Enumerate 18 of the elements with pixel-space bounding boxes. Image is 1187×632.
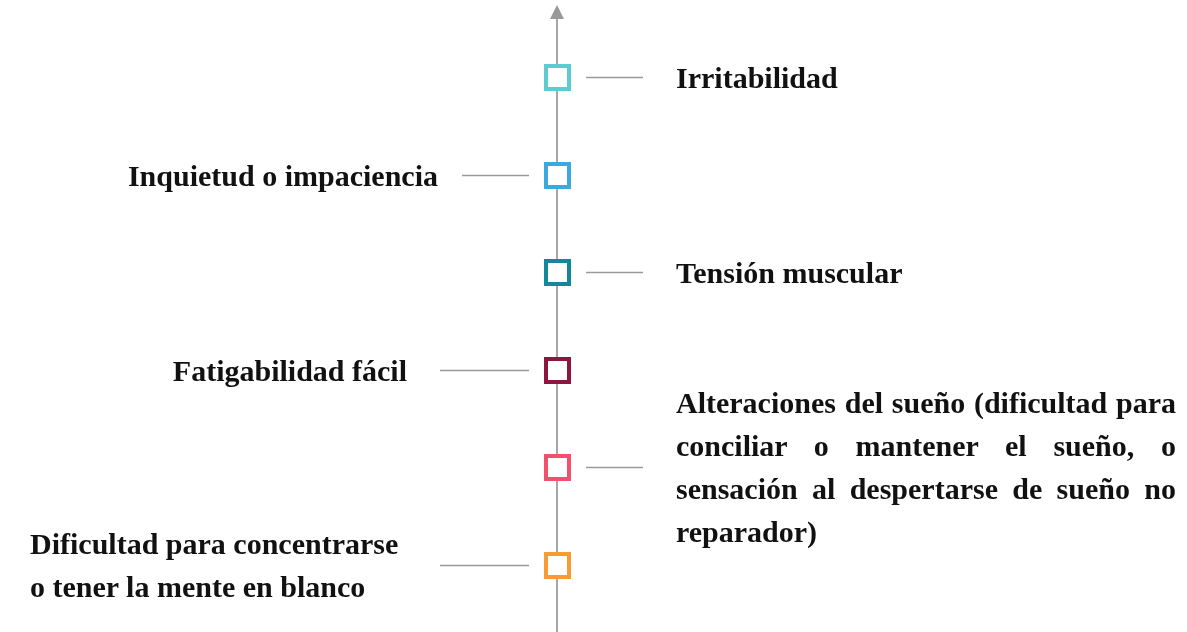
symptom-label: Tensión muscular xyxy=(676,254,904,291)
leader-line xyxy=(585,466,644,469)
symptom-label: Irritabilidad xyxy=(676,59,839,96)
timeline-marker xyxy=(544,162,571,189)
symptom-label: Dificultad para concentrarse o tener la mente en blanco xyxy=(30,526,400,605)
leader-line xyxy=(585,271,644,274)
leader-line xyxy=(439,369,530,372)
symptom-label: Alteraciones del sueño (dificultad para conciliar o mantener el sueño, o sensación al despertarse de sueño no reparador) xyxy=(676,385,1176,550)
timeline-marker xyxy=(544,357,571,384)
timeline-marker xyxy=(544,552,571,579)
timeline-marker xyxy=(544,64,571,91)
leader-line xyxy=(585,76,644,79)
timeline-marker xyxy=(544,259,571,286)
timeline-marker xyxy=(544,454,571,481)
leader-line xyxy=(439,564,530,567)
symptom-label: Inquietud o impaciencia xyxy=(126,157,438,194)
symptom-label: Fatigabilidad fácil xyxy=(171,352,407,389)
leader-line xyxy=(461,174,530,177)
